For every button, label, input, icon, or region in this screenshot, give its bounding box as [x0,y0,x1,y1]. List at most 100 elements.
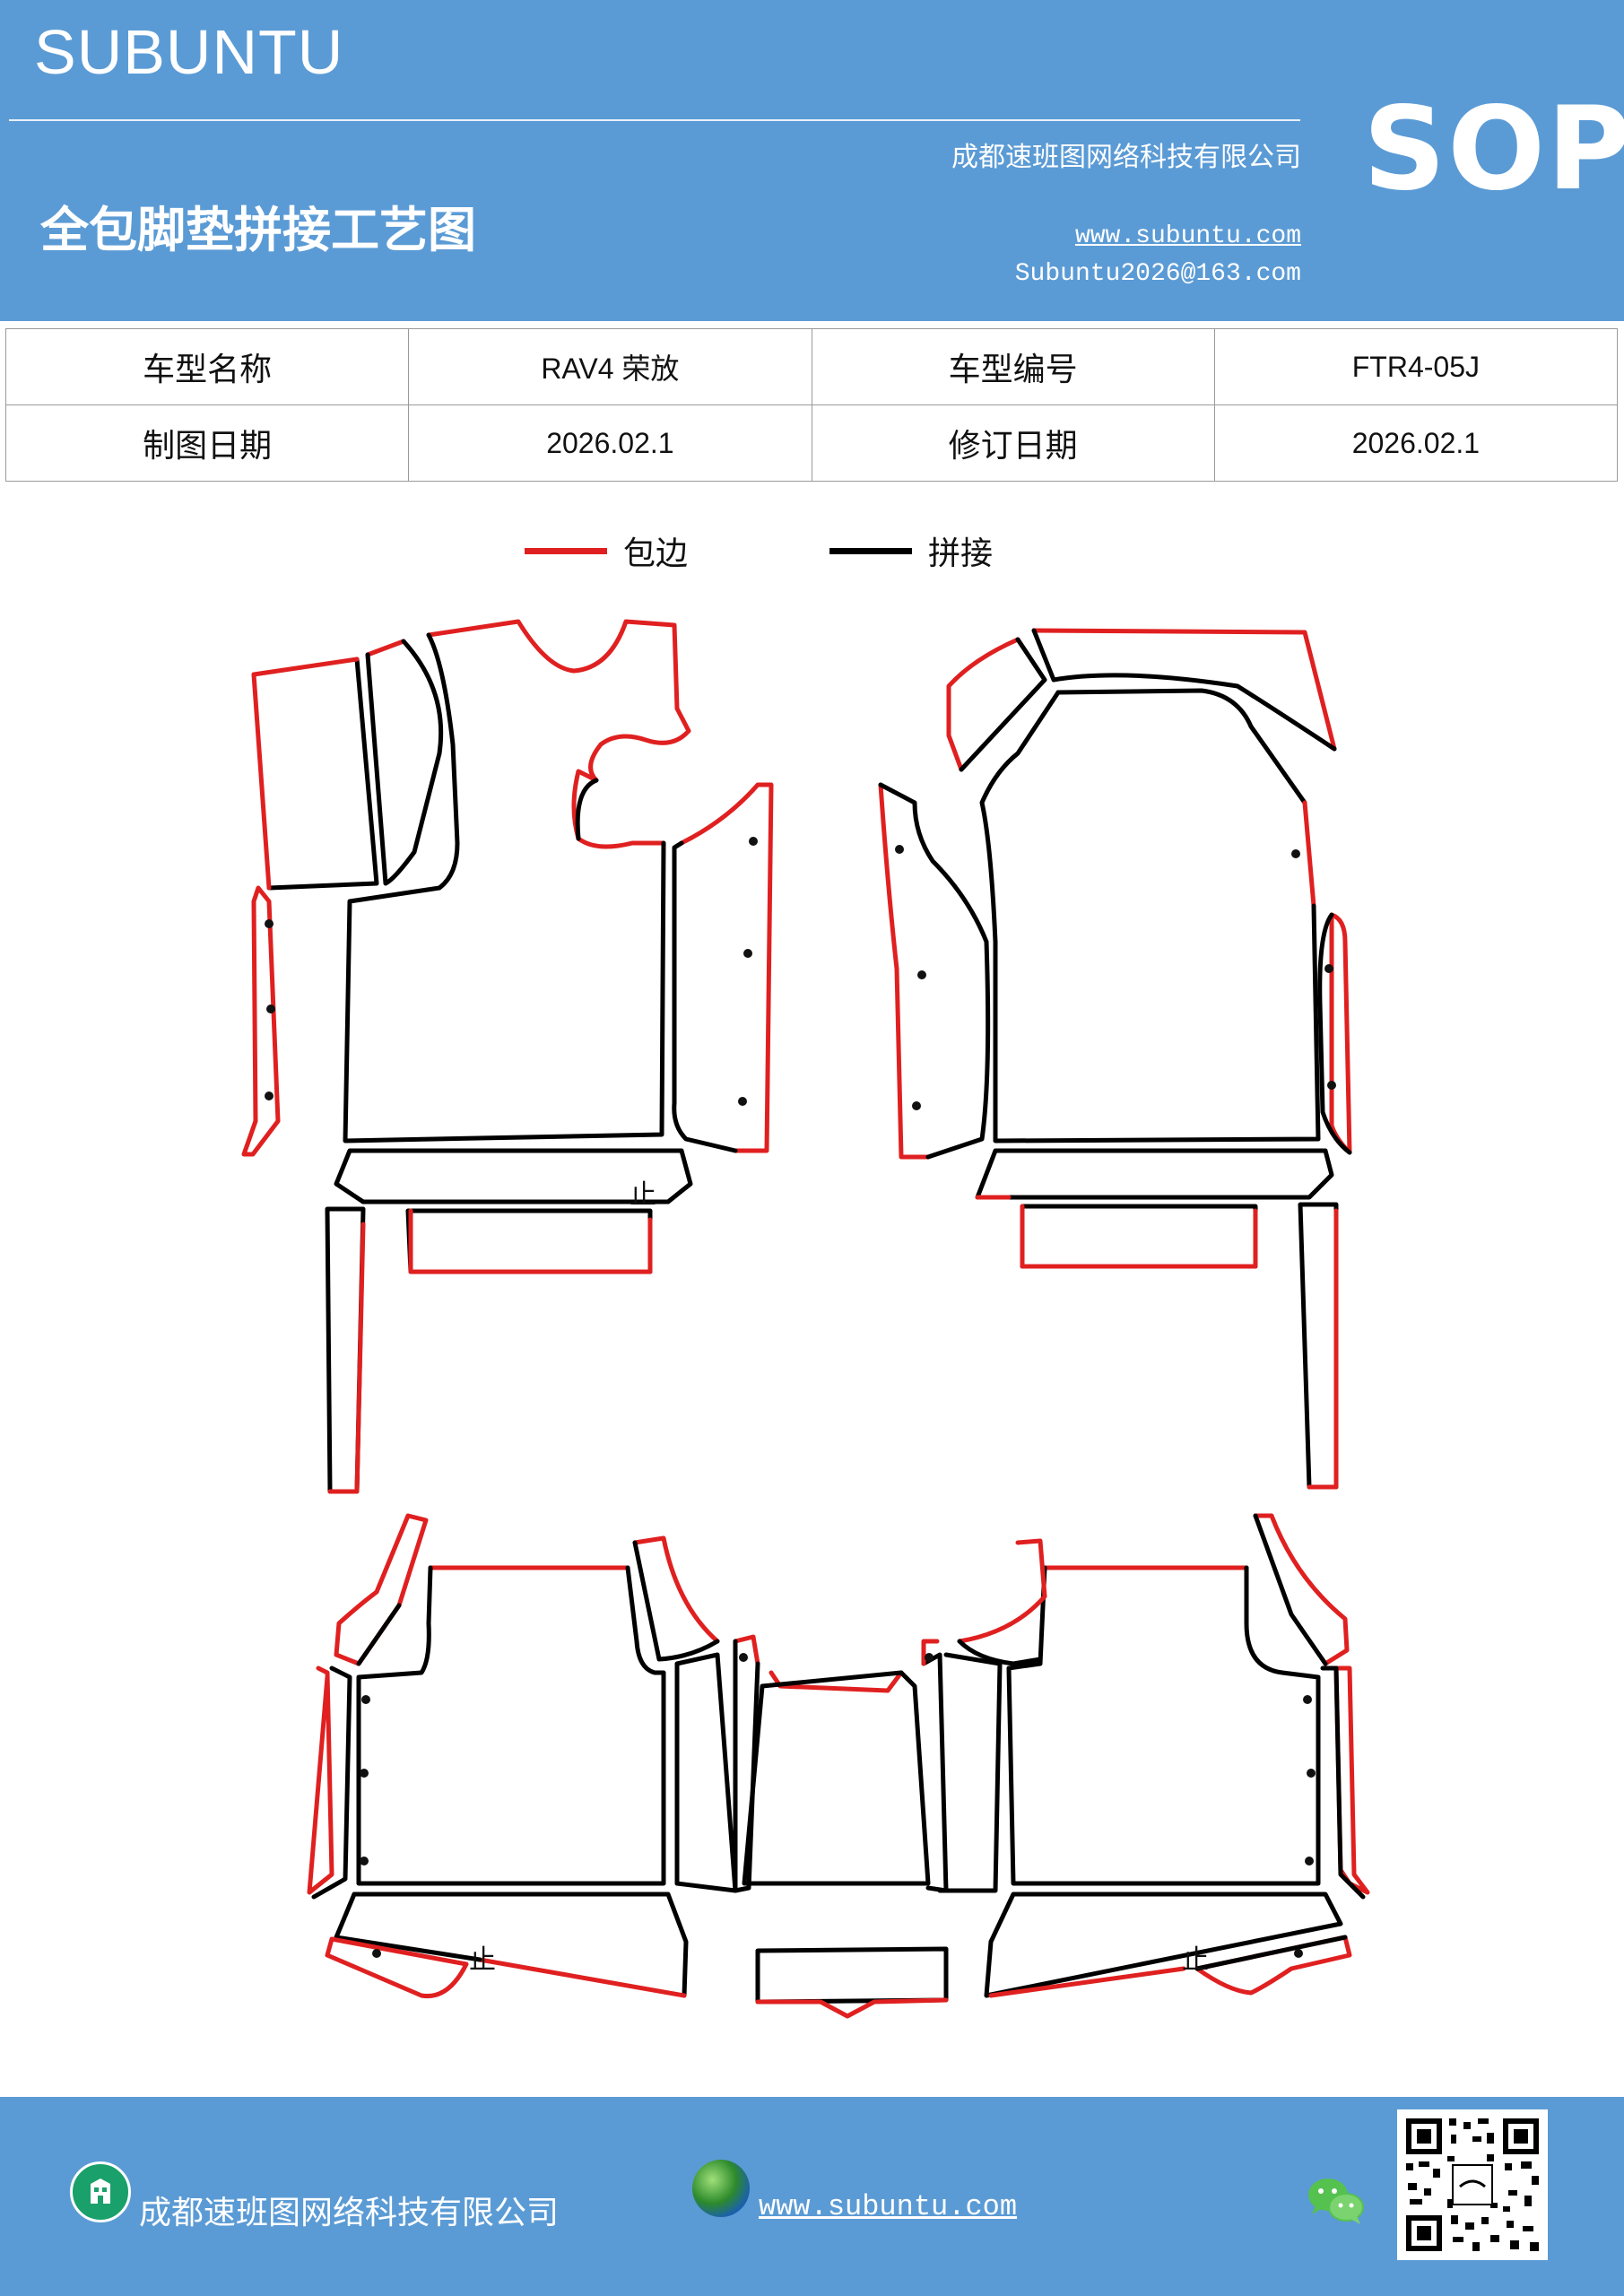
piece-outline [672,840,738,1153]
pin-dot [1307,1769,1316,1778]
legend-edge-label: 包边 [623,535,689,572]
piece-outline [241,885,281,1157]
piece-outline [1031,628,1337,752]
piece-outline [1253,1513,1328,1666]
piece-outline [975,1148,1334,1200]
rear-right-mat [937,1513,1370,1998]
piece-outline [325,1936,469,1999]
pin-dot [925,1653,934,1662]
email-address: Subuntu2026@163.com [1014,260,1301,288]
pin-dot [265,919,274,928]
value-model-code: FTR4-05J [1213,328,1619,405]
pin-dot [749,837,758,846]
wechat-icon[interactable] [1305,2173,1368,2227]
piece-outline [755,1946,949,2005]
rear-left-mat [307,1513,738,1999]
piece-outline [327,1222,366,1494]
piece-outline [334,1148,693,1205]
value-drawing-date: 2026.02.1 [408,404,812,482]
piece-outline [755,1997,949,2019]
piece-outline [575,778,599,841]
label-drawing-date: 制图日期 [4,404,410,482]
piece-outline [957,1538,1047,1644]
piece-outline [1329,912,1352,1155]
piece-outline [311,1665,352,1900]
legend-seam: 拼接 [829,527,993,574]
pin-dot [1291,849,1300,858]
pin-dot [739,1653,748,1662]
piece-outline [352,1892,689,1998]
stop-mark: 止 [1182,1944,1209,1976]
piece-outline [1320,1665,1366,1900]
piece-outline [1031,628,1337,752]
document-title: 全包脚垫拼接工艺图 [40,201,476,258]
piece-outline [1253,1513,1350,1666]
footer-website-link[interactable]: www.subuntu.com [759,2190,1018,2223]
piece-outline [356,1565,666,1886]
table-row: 车型名称 RAV4 荣放 车型编号 FTR4-05J [4,328,1619,405]
piece-outline [307,1665,334,1895]
piece-outline [408,1208,653,1274]
piece-outline [988,1966,1186,1998]
piece-outline [733,1634,760,1666]
value-revision-date: 2026.02.1 [1213,404,1619,482]
rear-center-mat [733,1634,949,2019]
piece-outline [769,1670,904,1693]
front-right-mat [878,628,1352,1490]
piece-outline [984,1892,1343,1998]
legend-seam-swatch [829,547,912,554]
piece-outline [365,639,406,657]
piece-outline [1020,1204,1258,1269]
pin-dot [265,1091,274,1100]
piece-outline [343,632,666,1144]
piece-outline [1194,1935,1348,1971]
piece-outline [959,637,1047,772]
table-row: 制图日期 2026.02.1 修订日期 2026.02.1 [4,404,1619,482]
piece-outline [334,1513,429,1666]
pin-dot [266,1004,275,1013]
piece-outline [979,690,1321,1144]
pin-dot [360,1769,369,1778]
qr-code [1397,2109,1548,2260]
piece-outline [1317,912,1352,1155]
info-table: 车型名称 RAV4 荣放 车型编号 FTR4-05J 制图日期 2026.02.… [4,328,1619,482]
pin-dot [361,1695,370,1704]
piece-outline [334,1892,482,1962]
piece-outline [1020,1204,1258,1269]
piece-outline [477,1957,687,1998]
piece-outline [365,639,444,886]
footer-company: 成都速班图网络科技有限公司 [139,2195,560,2231]
pin-dot [1305,1857,1314,1866]
pin-dot [1324,964,1333,973]
stop-mark: 止 [469,1944,496,1976]
piece-outline [1006,1565,1321,1886]
piece-outline [674,1652,738,1893]
pin-dot [372,1949,381,1958]
sop-badge: SOP [1363,83,1624,216]
pin-dot [360,1857,369,1866]
pin-dot [917,970,926,979]
pin-dot [1294,1949,1303,1958]
piece-outline [632,1535,720,1644]
piece-outline [742,1670,931,1886]
label-model-name: 车型名称 [4,328,410,405]
piece-outline [1055,688,1307,805]
building-glyph [91,2179,110,2204]
footer-banner: 成都速班图网络科技有限公司 www.subuntu.com [0,2097,1624,2296]
piece-outline [1307,1208,1339,1490]
pin-dot [912,1101,921,1110]
legend-edge-swatch [525,547,607,554]
piece-outline [937,1652,1003,1893]
piece-outline [878,782,931,1160]
piece-outline [266,657,379,891]
pin-dot [1303,1695,1312,1704]
building-icon [70,2161,131,2222]
piece-outline [921,1639,940,1666]
label-revision-date: 修订日期 [811,404,1215,482]
label-model-code: 车型编号 [811,328,1215,405]
piece-outline [1302,800,1316,909]
front-left-mat [241,619,774,1494]
stop-marks: 止 止 止 [469,1179,1209,1976]
website-link[interactable]: www.subuntu.com [1074,222,1301,250]
piece-outline [1194,1935,1352,1996]
